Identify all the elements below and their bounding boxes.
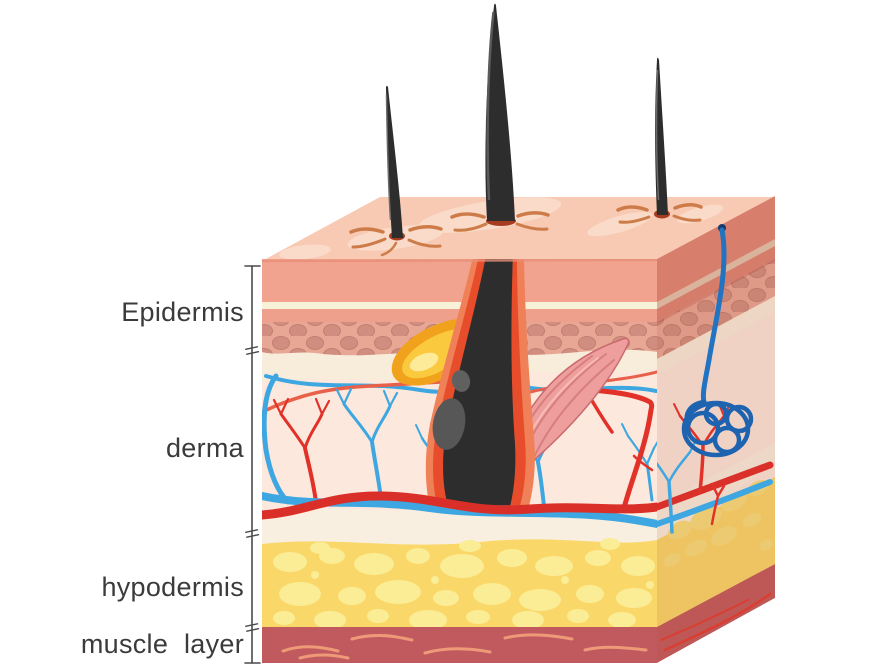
follicle-bulb xyxy=(443,259,516,543)
nerve-fiber xyxy=(681,224,754,458)
fat-lobules xyxy=(273,538,655,630)
label-derma: derma xyxy=(165,433,244,463)
artery xyxy=(262,491,657,520)
hair-right xyxy=(655,57,668,215)
muscle-streaks xyxy=(281,633,648,660)
label-muscle-layer: muscle layer xyxy=(80,629,244,659)
side-face xyxy=(657,196,775,663)
label-epidermis: Epidermis xyxy=(121,297,244,327)
nerve-coil xyxy=(681,399,754,458)
hair-main xyxy=(485,3,515,221)
front-face xyxy=(262,259,657,663)
hair-follicle xyxy=(425,259,535,562)
measurement-bracket xyxy=(244,265,261,664)
muscle-layer xyxy=(262,627,657,663)
hair-small xyxy=(385,85,403,239)
pore-wrinkles xyxy=(349,203,703,257)
cream-line xyxy=(262,302,657,310)
epidermis-layer xyxy=(262,259,657,303)
label-hypodermis: hypodermis xyxy=(101,572,244,602)
